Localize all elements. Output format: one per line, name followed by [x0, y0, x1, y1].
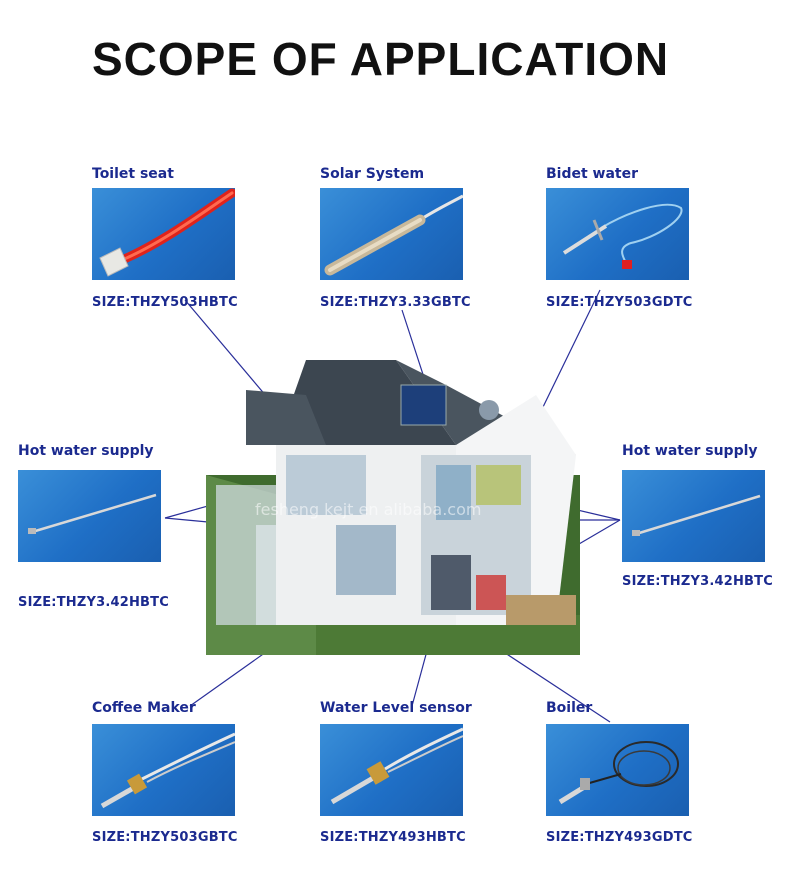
product-image-coffee-maker — [92, 724, 235, 816]
label-water-level-sensor: Water Level sensor — [320, 700, 472, 716]
label-boiler: Boiler — [546, 700, 593, 716]
size-toilet-seat: SIZE:THZY503HBTC — [92, 295, 238, 310]
size-coffee-maker: SIZE:THZY503GBTC — [92, 830, 238, 845]
size-bidet-water: SIZE:THZY503GDTC — [546, 295, 693, 310]
label-hot-water-supply-left: Hot water supply — [18, 443, 154, 459]
size-solar-system: SIZE:THZY3.33GBTC — [320, 295, 471, 310]
label-toilet-seat: Toilet seat — [92, 166, 174, 182]
product-image-hot-water-supply-right — [622, 470, 765, 562]
product-image-boiler — [546, 724, 689, 816]
label-hot-water-supply-right: Hot water supply — [622, 443, 758, 459]
house-illustration — [206, 355, 580, 655]
page-title: SCOPE OF APPLICATION — [92, 33, 670, 85]
size-hot-water-supply-right: SIZE:THZY3.42HBTC — [622, 574, 773, 589]
label-solar-system: Solar System — [320, 166, 425, 182]
product-image-water-level-sensor — [320, 724, 463, 816]
label-coffee-maker: Coffee Maker — [92, 700, 196, 716]
size-boiler: SIZE:THZY493GDTC — [546, 830, 693, 845]
size-hot-water-supply-left: SIZE:THZY3.42HBTC — [18, 595, 169, 610]
product-image-solar-system — [320, 188, 463, 280]
product-image-bidet-water — [546, 188, 689, 280]
product-image-toilet-seat — [92, 188, 235, 280]
product-image-hot-water-supply-left — [18, 470, 161, 562]
size-water-level-sensor: SIZE:THZY493HBTC — [320, 830, 466, 845]
watermark: fesheng kejt en alibaba.com — [255, 500, 482, 519]
label-bidet-water: Bidet water — [546, 166, 639, 182]
